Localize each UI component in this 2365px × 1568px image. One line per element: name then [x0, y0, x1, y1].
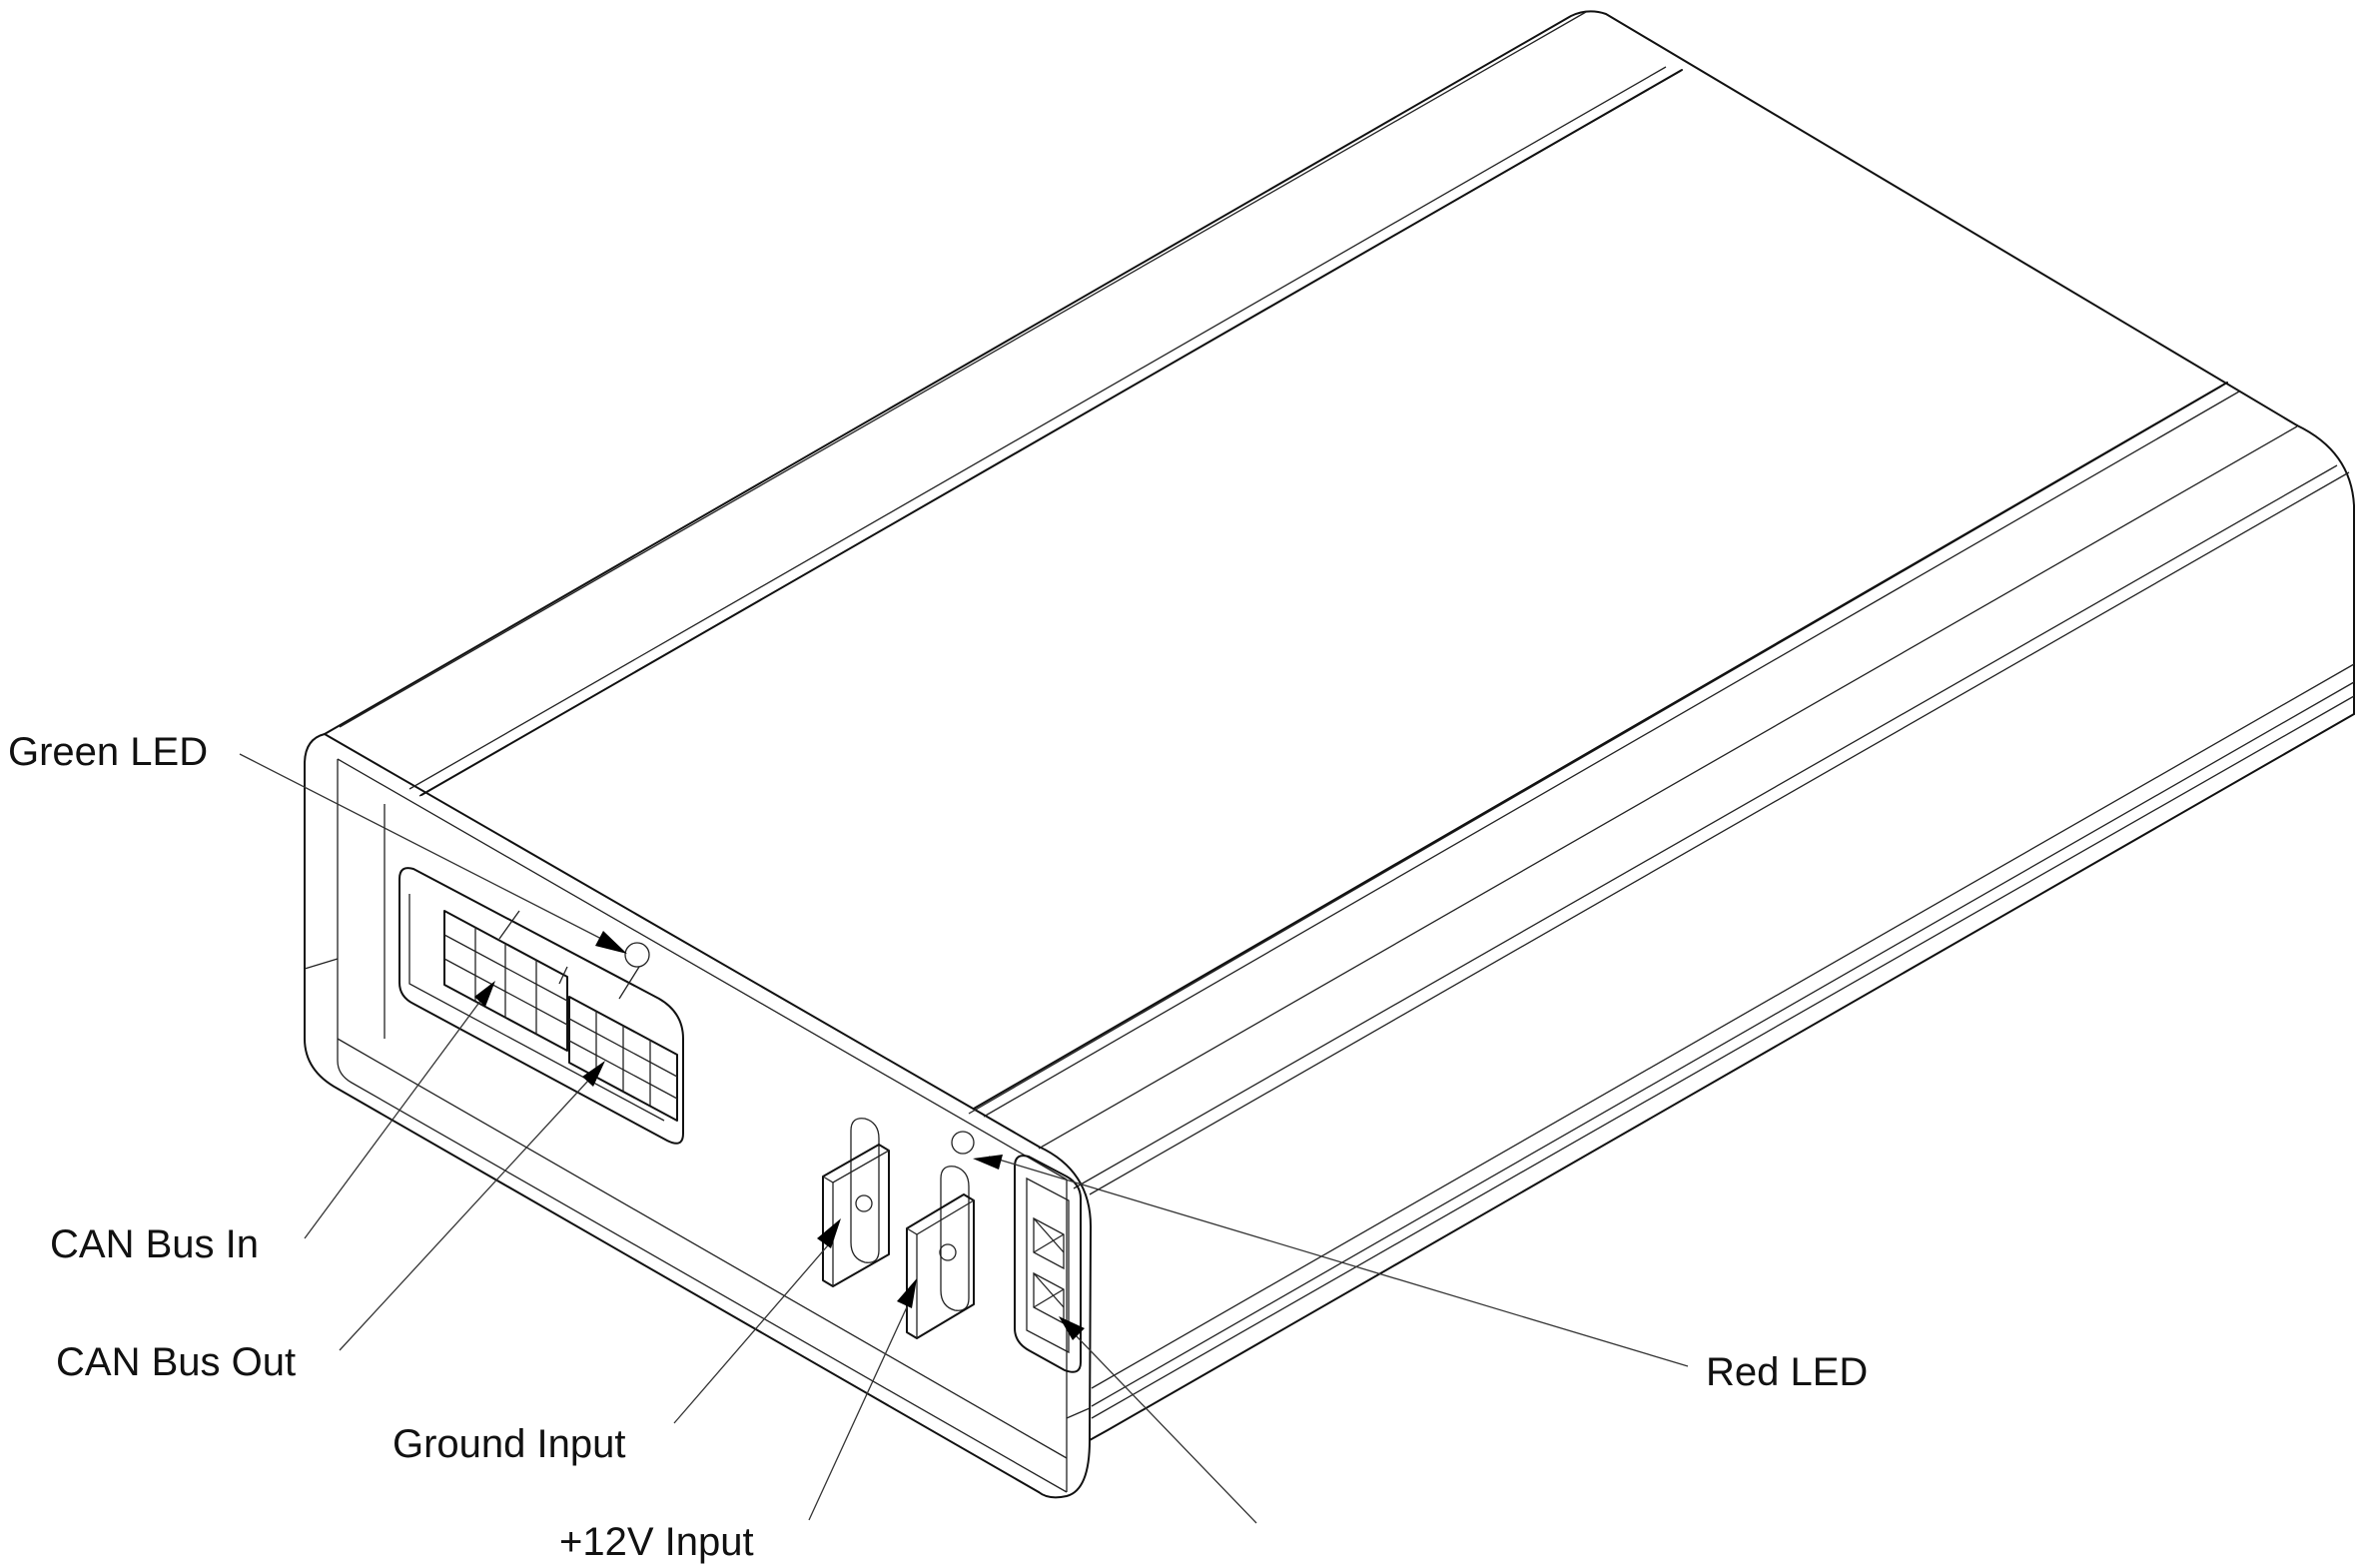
arrow-can-bus-in — [474, 981, 495, 1007]
label-can-bus-in: CAN Bus In — [50, 1222, 259, 1266]
can-connector — [398, 867, 684, 1145]
label-red-led: Red LED — [1706, 1350, 1869, 1394]
side-surface-lines — [1091, 663, 2355, 1419]
arrow-12v-input — [897, 1278, 917, 1308]
leader-green-led — [239, 753, 612, 945]
label-ground-input: Ground Input — [393, 1422, 626, 1466]
callouts — [239, 753, 1689, 1524]
leader-can-bus-in — [304, 988, 490, 1239]
label-green-led: Green LED — [8, 730, 209, 774]
leader-red-led — [988, 1156, 1689, 1367]
top-surface-lines — [339, 11, 2350, 1195]
leader-12v-input — [808, 1297, 912, 1521]
arrow-red-led — [973, 1155, 1003, 1170]
aux-connector — [1014, 1155, 1082, 1373]
arrow-can-bus-out — [582, 1061, 605, 1087]
green-led — [624, 942, 650, 968]
leader-can-bus-out — [339, 1068, 600, 1351]
led-holes — [624, 942, 975, 1155]
spade-terminals — [822, 1118, 975, 1339]
arrow-aux-connector — [1059, 1316, 1085, 1340]
front-plate — [304, 758, 1091, 1493]
arrow-ground-input — [817, 1218, 841, 1248]
leader-aux-connector — [1073, 1332, 1257, 1524]
enclosure-body — [304, 10, 2355, 1499]
red-led — [951, 1131, 975, 1155]
label-12v-input: +12V Input — [559, 1520, 754, 1564]
leader-ground-input — [673, 1237, 835, 1424]
arrow-green-led — [595, 931, 627, 954]
label-can-bus-out: CAN Bus Out — [56, 1340, 297, 1384]
